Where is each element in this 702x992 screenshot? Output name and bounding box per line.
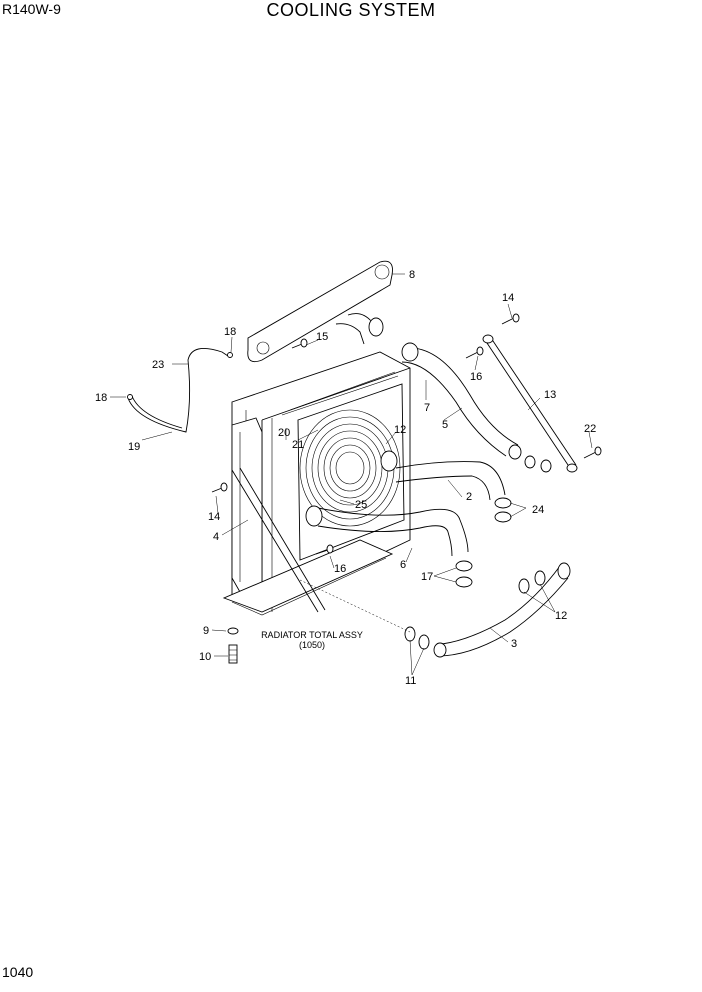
callout-12: 12: [394, 424, 406, 436]
overflow-tube: [127, 347, 233, 433]
side-tank: [231, 417, 263, 593]
callout-20: 20: [278, 427, 290, 439]
hose-5: [401, 342, 522, 460]
assembly-label: RADIATOR TOTAL ASSY: [261, 630, 363, 640]
hose-2: [380, 450, 506, 501]
callout-15: 15: [316, 331, 328, 343]
callout-25: 25: [355, 499, 367, 511]
callout-4: 4: [213, 531, 219, 543]
callout-10: 10: [199, 651, 211, 663]
callout-18b: 18: [95, 392, 107, 404]
leader-lines: [110, 273, 593, 676]
callout-6: 6: [400, 559, 406, 571]
callout-23: 23: [152, 359, 164, 371]
stay-rod-4: [231, 467, 326, 613]
bolts: [211, 313, 602, 555]
callout-7: 7: [424, 402, 430, 414]
base-plate: [222, 539, 394, 616]
stay-rod-13: [482, 334, 578, 473]
top-bracket: [247, 260, 393, 363]
fan-shroud: [297, 383, 405, 561]
assembly-ref: (1050): [299, 640, 325, 650]
callout-22: 22: [584, 423, 596, 435]
callout-2: 2: [466, 491, 472, 503]
page-number: 1040: [2, 964, 34, 980]
callout-24: 24: [532, 504, 544, 516]
callout-17: 17: [421, 571, 433, 583]
hose-3: [433, 562, 571, 658]
callout-3: 3: [511, 638, 517, 650]
top-hose: [335, 313, 384, 345]
callout-14b: 14: [208, 511, 220, 523]
callout-11: 11: [405, 675, 416, 687]
page-title: COOLING SYSTEM: [266, 0, 436, 20]
callout-19: 19: [128, 441, 140, 453]
clamps: [404, 455, 552, 650]
callout-21: 21: [292, 439, 304, 451]
callout-9: 9: [203, 625, 209, 637]
callout-5: 5: [442, 419, 448, 431]
hose-6: [305, 505, 469, 557]
callout-12b: 12: [555, 610, 567, 622]
callout-18: 18: [224, 326, 236, 338]
callout-16: 16: [470, 371, 482, 383]
callout-13: 13: [544, 389, 556, 401]
callout-labels: 8 14 18 15 23 16 18 13 7 5 22 12 20 19 2…: [95, 269, 596, 687]
bolt-10: [227, 627, 239, 664]
model-code: R140W-9: [2, 1, 61, 17]
callout-8: 8: [409, 269, 415, 281]
callout-14: 14: [502, 292, 514, 304]
callout-16b: 16: [334, 563, 346, 575]
